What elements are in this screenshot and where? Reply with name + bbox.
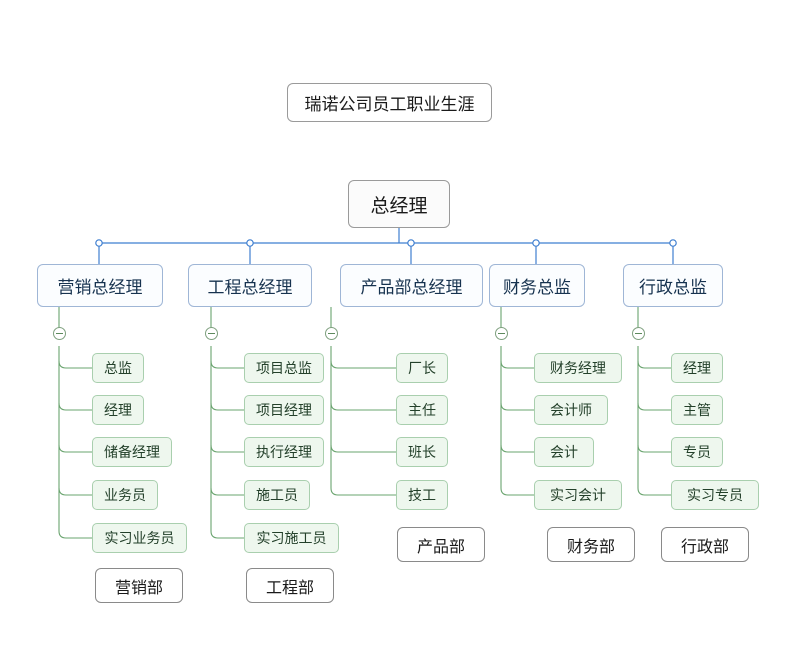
node-role-4-1[interactable]: 主管 [671,395,723,425]
node-role-0-1[interactable]: 经理 [92,395,144,425]
node-role-1-3[interactable]: 施工员 [244,480,310,510]
node-role-1-1[interactable]: 项目经理 [244,395,324,425]
minus-icon [635,333,642,334]
node-role-2-2[interactable]: 班长 [396,437,448,467]
node-role-2-3[interactable]: 技工 [396,480,448,510]
node-role-3-3[interactable]: 实习会计 [534,480,622,510]
node-role-3-2[interactable]: 会计 [534,437,594,467]
node-department-3[interactable]: 财务部 [547,527,635,562]
node-role-4-3[interactable]: 实习专员 [671,480,759,510]
node-branch-head-2[interactable]: 产品部总经理 [340,264,483,307]
node-branch-head-4[interactable]: 行政总监 [623,264,723,307]
node-role-0-3[interactable]: 业务员 [92,480,158,510]
collapse-toggle-3[interactable] [495,327,508,340]
node-role-2-1[interactable]: 主任 [396,395,448,425]
collapse-toggle-4[interactable] [632,327,645,340]
minus-icon [56,333,63,334]
collapse-toggle-2[interactable] [325,327,338,340]
collapse-toggle-1[interactable] [205,327,218,340]
node-role-0-0[interactable]: 总监 [92,353,144,383]
diagram-title: 瑞诺公司员工职业生涯 [287,83,492,122]
node-branch-head-0[interactable]: 营销总经理 [37,264,163,307]
minus-icon [208,333,215,334]
minus-icon [328,333,335,334]
node-role-1-0[interactable]: 项目总监 [244,353,324,383]
node-role-4-2[interactable]: 专员 [671,437,723,467]
collapse-toggle-0[interactable] [53,327,66,340]
node-role-1-2[interactable]: 执行经理 [244,437,324,467]
node-department-2[interactable]: 产品部 [397,527,485,562]
node-role-1-4[interactable]: 实习施工员 [244,523,339,553]
node-branch-head-3[interactable]: 财务总监 [489,264,585,307]
node-root[interactable]: 总经理 [348,180,450,228]
node-role-2-0[interactable]: 厂长 [396,353,448,383]
node-branch-head-1[interactable]: 工程总经理 [188,264,312,307]
node-role-0-4[interactable]: 实习业务员 [92,523,187,553]
minus-icon [498,333,505,334]
node-role-3-0[interactable]: 财务经理 [534,353,622,383]
node-role-3-1[interactable]: 会计师 [534,395,608,425]
node-department-4[interactable]: 行政部 [661,527,749,562]
node-department-1[interactable]: 工程部 [246,568,334,603]
node-role-0-2[interactable]: 储备经理 [92,437,172,467]
node-department-0[interactable]: 营销部 [95,568,183,603]
node-role-4-0[interactable]: 经理 [671,353,723,383]
